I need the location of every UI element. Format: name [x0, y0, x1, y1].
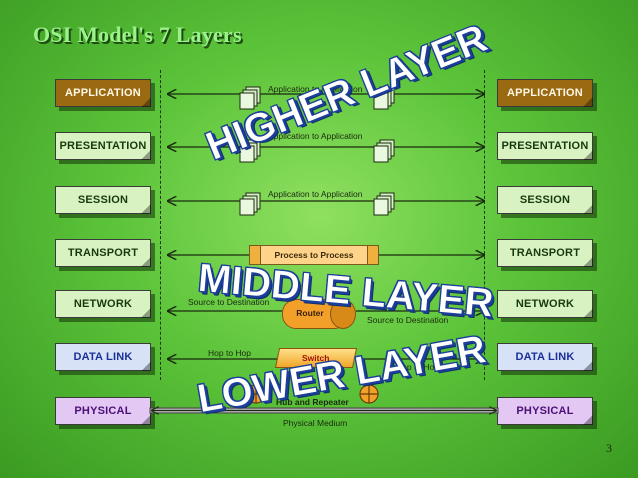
router-device: Router: [276, 299, 356, 329]
sess-document-icon-left: [239, 192, 261, 216]
right-layer-transport[interactable]: TRANSPORT: [497, 239, 593, 267]
app-flow-label: Application to Application: [268, 84, 363, 94]
datalink-right-label: Hop to Hop: [396, 362, 439, 372]
page-title: OSI Model's 7 Layers: [33, 22, 242, 47]
right-layer-data-link[interactable]: DATA LINK: [497, 343, 593, 371]
hub-icon-left: [246, 384, 266, 404]
right-layer-session[interactable]: SESSION: [497, 186, 593, 214]
process-to-process-box: Process to Process: [249, 245, 379, 265]
right-separator: [484, 70, 485, 380]
left-layer-physical[interactable]: PHYSICAL: [55, 397, 151, 425]
left-layer-session[interactable]: SESSION: [55, 186, 151, 214]
right-layer-network[interactable]: NETWORK: [497, 290, 593, 318]
left-layer-transport[interactable]: TRANSPORT: [55, 239, 151, 267]
datalink-left-label: Hop to Hop: [208, 348, 251, 358]
network-left-label: Source to Destination: [188, 297, 270, 307]
router-label: Router: [296, 308, 324, 318]
network-right-label: Source to Destination: [367, 315, 449, 325]
left-layer-presentation[interactable]: PRESENTATION: [55, 132, 151, 160]
sess-flow-label: Application to Application: [268, 189, 363, 199]
app-document-icon-left: [239, 86, 261, 110]
hub-repeater-label: Hub and Repeater: [276, 397, 349, 407]
page-number: 3: [606, 441, 612, 455]
pres-document-icon-left: [239, 139, 261, 163]
left-separator: [160, 70, 161, 380]
left-layer-data-link[interactable]: DATA LINK: [55, 343, 151, 371]
sess-document-icon-right: [373, 192, 395, 216]
left-layer-application[interactable]: APPLICATION: [55, 79, 151, 107]
right-layer-physical[interactable]: PHYSICAL: [497, 397, 593, 425]
right-layer-presentation[interactable]: PRESENTATION: [497, 132, 593, 160]
left-layer-network[interactable]: NETWORK: [55, 290, 151, 318]
pres-flow-label: Application to Application: [268, 131, 363, 141]
pres-document-icon-right: [373, 139, 395, 163]
physical-medium-label: Physical Medium: [283, 418, 348, 428]
app-document-icon-right: [373, 86, 395, 110]
hub-icon-right: [359, 384, 379, 404]
right-layer-application[interactable]: APPLICATION: [497, 79, 593, 107]
